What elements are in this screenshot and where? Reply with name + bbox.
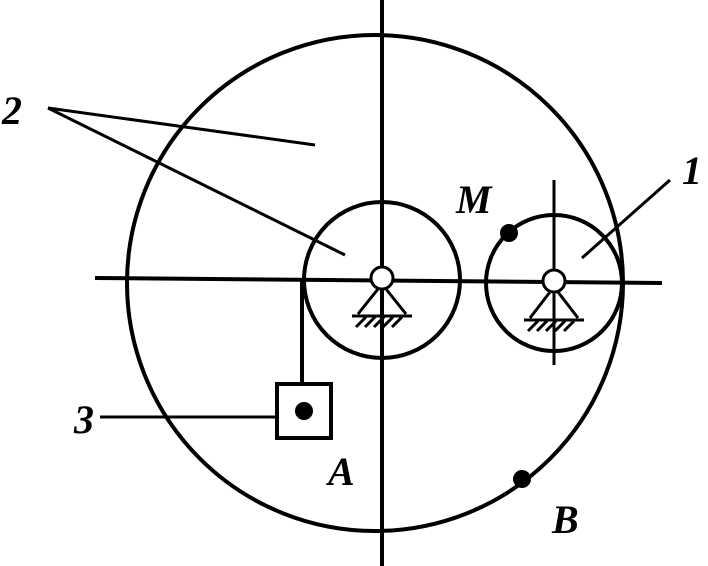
- central-bearing-support: [352, 265, 412, 329]
- point-b-dot: [513, 470, 531, 488]
- weight-3-center-dot: [295, 402, 313, 420]
- leader-1-to-small-wheel: [581, 178, 671, 260]
- label-3: 3: [73, 397, 94, 442]
- weight-3: [275, 382, 333, 440]
- label-1: 1: [682, 148, 702, 193]
- leader-2-to-outer-wheel: [47, 106, 316, 147]
- label-b: B: [551, 497, 579, 542]
- label-m: M: [455, 177, 493, 222]
- leader-2-to-central-wheel: [47, 106, 346, 257]
- point-m-dot: [500, 224, 518, 242]
- label-2: 2: [1, 88, 22, 133]
- wheel-1-bearing-support: [524, 268, 584, 333]
- label-a: A: [325, 449, 355, 494]
